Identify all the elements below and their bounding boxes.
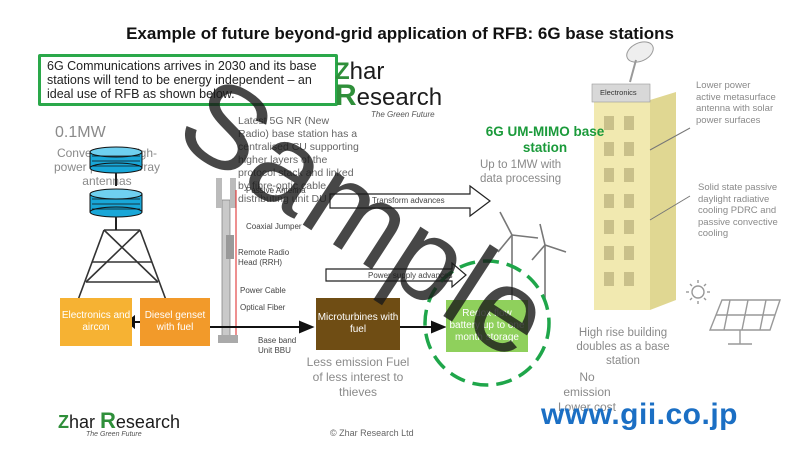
redox-caption: No emission Lower cost: [557, 370, 617, 414]
phased-array-antenna-bottom: [89, 188, 143, 218]
flow-arrows: [126, 314, 447, 334]
zhar-logo-top: Zhar Research The Green Future: [335, 58, 483, 120]
uimimo-sub: Up to 1MW with data processing: [480, 159, 562, 185]
logo-tagline: The Green Future: [371, 110, 435, 119]
box-electronics: Electronics and aircon: [60, 298, 132, 346]
label-optical-fiber: Optical Fiber: [240, 303, 286, 312]
transform-arrow: [329, 184, 491, 218]
label-rrh: Remote Radio Head (RRH): [238, 248, 290, 267]
right-note-antenna: Lower power active metasurface antenna w…: [696, 80, 776, 126]
left-power: 0.1MW: [55, 124, 106, 141]
label-transform-arrow: Transform advances: [372, 196, 445, 205]
logo-r: R: [335, 79, 357, 112]
right-note-cooling: Solid state passive daylight radiative c…: [698, 182, 778, 239]
micro-caption: Less emission Fuel of less interest to t…: [306, 355, 410, 399]
zhar-logo-bottom: Zhar Research The Green Future: [58, 410, 198, 444]
building-label: High rise building doubles as a base sta…: [576, 327, 670, 367]
electronics-label: Electronics: [600, 88, 637, 97]
logo-esearch: esearch: [356, 84, 443, 111]
box-microturbines: Microturbines with fuel: [316, 298, 400, 350]
box-redox-battery: Redox flow battery up to one month stora…: [446, 300, 528, 352]
logo-har: har: [349, 58, 385, 85]
solar-panel-icon: [708, 299, 781, 345]
lattice-tower: [77, 229, 167, 301]
label-coaxial: Coaxial Jumper: [246, 222, 302, 231]
mid-note: Latest 5G NR (New Radio) base station ha…: [238, 115, 359, 205]
slide-title: Example of future beyond-grid applicatio…: [126, 24, 674, 43]
logo-bottom-har: har: [69, 412, 96, 432]
label-bbu: Base band Unit BBU: [258, 336, 297, 355]
label-passive-antenna: Passive Antenna: [246, 186, 306, 195]
label-power-cable: Power Cable: [240, 286, 286, 295]
gii-url-watermark: www.gii.co.jp: [540, 398, 738, 431]
copyright: © Zhar Research Ltd: [330, 428, 414, 438]
box-diesel: Diesel genset with fuel: [140, 298, 210, 346]
label-power-supply-arrow: Power supply advances: [368, 271, 453, 280]
logo-bottom-esearch: esearch: [115, 412, 180, 432]
logo-bottom-tagline: The Green Future: [86, 431, 142, 438]
high-rise-building: [591, 41, 691, 310]
logo-bottom-r: R: [100, 408, 116, 433]
uimimo-title: 6G UM-MIMO base station: [485, 124, 605, 155]
logo-z: Z: [335, 58, 350, 85]
intro-box: 6G Communications arrives in 2030 and it…: [38, 54, 338, 106]
logo-bottom-z: Z: [58, 412, 69, 432]
sun-icon: [686, 280, 710, 304]
phased-array-antenna-top: [89, 146, 143, 174]
redox-highlight-circle: [423, 259, 551, 387]
power-supply-arrow: [325, 261, 467, 289]
fiveg-pole: [216, 178, 238, 343]
